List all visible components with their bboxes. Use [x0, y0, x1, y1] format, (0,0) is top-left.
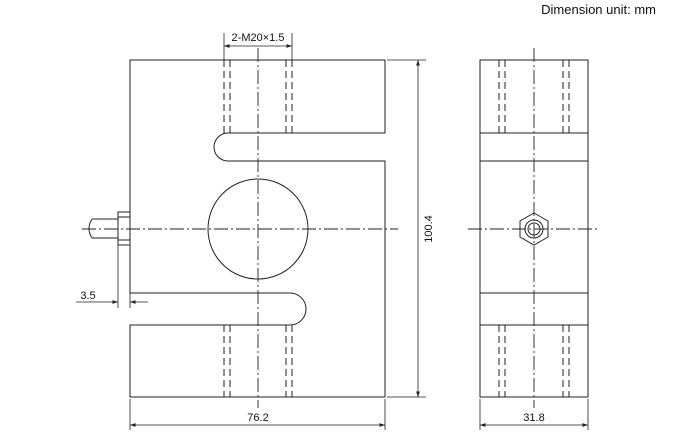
width-dimension: 76.2 [129, 399, 386, 430]
width-dimension-label: 76.2 [247, 412, 268, 424]
thread-dimension: 2-M20×1.5 [223, 32, 293, 62]
cable-gland [88, 211, 131, 246]
front-body-outline [129, 59, 386, 398]
front-view [82, 48, 398, 408]
thread-dimension-label: 2-M20×1.5 [232, 32, 285, 44]
hex-nut [519, 212, 549, 246]
height-dimension-label: 100.4 [423, 215, 435, 243]
slot-offset-dimension: 3.5 [76, 245, 148, 308]
side-view [468, 48, 600, 408]
slot-offset-label: 3.5 [80, 290, 95, 302]
depth-dimension-label: 31.8 [523, 412, 544, 424]
depth-dimension: 31.8 [479, 399, 589, 430]
height-dimension: 100.4 [387, 59, 435, 398]
dimension-unit-label: Dimension unit: mm [541, 2, 656, 17]
